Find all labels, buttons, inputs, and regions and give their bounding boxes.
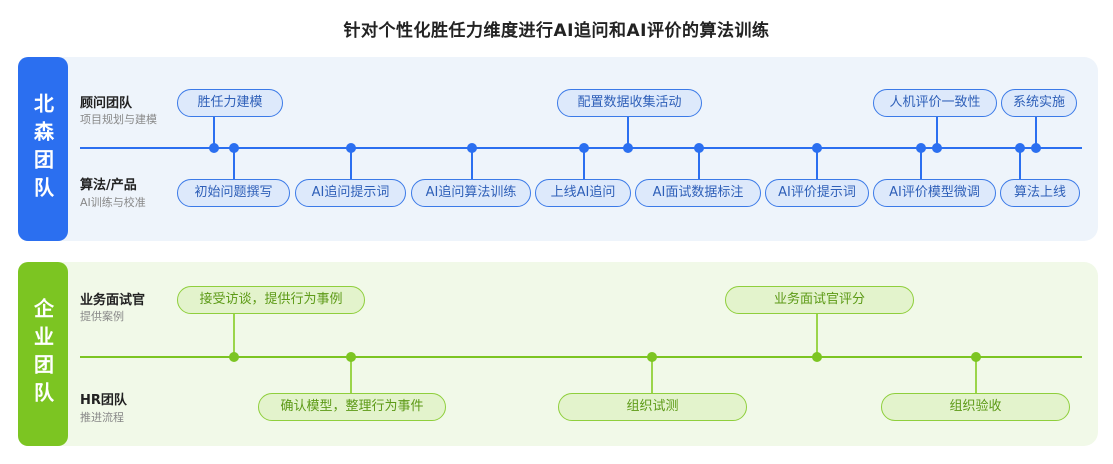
- timeline-node: [1015, 143, 1025, 153]
- timeline-node: [694, 143, 704, 153]
- role-hr-team-sub: 推进流程: [80, 411, 124, 424]
- timeline-connector: [936, 116, 938, 148]
- timeline-connector: [975, 357, 977, 393]
- timeline-node: [229, 352, 239, 362]
- step-configure-data-collection: 配置数据收集活动: [557, 89, 702, 117]
- enterprise-team-tab: 企业团队: [18, 262, 68, 446]
- step-organize-trial-test: 组织试测: [558, 393, 747, 421]
- role-business-interviewer-sub: 提供案例: [80, 310, 124, 323]
- timeline-connector: [350, 148, 352, 179]
- timeline-connector: [627, 116, 629, 148]
- timeline-connector: [1035, 116, 1037, 148]
- step-ai-interview-labeling: AI面试数据标注: [635, 179, 761, 207]
- role-business-interviewer-name: 业务面试官: [80, 293, 146, 308]
- timeline-node: [971, 352, 981, 362]
- timeline-connector: [698, 148, 700, 179]
- step-algorithm-launch: 算法上线: [1000, 179, 1080, 207]
- role-algorithm-sub: AI训练与校准: [80, 196, 146, 209]
- timeline-node: [579, 143, 589, 153]
- timeline-connector: [233, 148, 235, 179]
- timeline-node: [467, 143, 477, 153]
- timeline-connector: [350, 357, 352, 393]
- north-team-label: 北森团队: [30, 93, 55, 205]
- enterprise-team-label: 企业团队: [30, 298, 55, 410]
- step-initial-questions: 初始问题撰写: [177, 179, 290, 207]
- step-launch-ai-followup: 上线AI追问: [535, 179, 631, 207]
- timeline-connector: [1019, 148, 1021, 179]
- enterprise-timeline: [80, 356, 1082, 358]
- timeline-node: [812, 352, 822, 362]
- role-hr-team-name: HR团队: [80, 393, 127, 408]
- timeline-connector: [583, 148, 585, 179]
- timeline-node: [346, 143, 356, 153]
- timeline-node: [623, 143, 633, 153]
- timeline-connector: [471, 148, 473, 179]
- timeline-connector: [816, 314, 818, 357]
- step-ai-evaluation-prompt: AI评价提示词: [765, 179, 869, 207]
- step-human-ai-consistency: 人机评价一致性: [873, 89, 997, 117]
- north-team-tab: 北森团队: [18, 57, 68, 241]
- timeline-connector: [920, 148, 922, 179]
- step-interviewer-scoring: 业务面试官评分: [725, 286, 914, 314]
- timeline-node: [209, 143, 219, 153]
- step-organize-acceptance: 组织验收: [881, 393, 1070, 421]
- step-ai-followup-prompt: AI追问提示词: [295, 179, 406, 207]
- step-interview-behavior-examples: 接受访谈，提供行为事例: [177, 286, 365, 314]
- timeline-node: [647, 352, 657, 362]
- step-competency-modeling: 胜任力建模: [177, 89, 283, 117]
- diagram-title: 针对个性化胜任力维度进行AI追问和AI评价的算法训练: [343, 21, 770, 41]
- timeline-node: [932, 143, 942, 153]
- timeline-node: [346, 352, 356, 362]
- step-confirm-model-behavior-events: 确认模型，整理行为事件: [258, 393, 446, 421]
- role-consultant-name: 顾问团队: [80, 96, 133, 111]
- role-algorithm-name: 算法/产品: [80, 178, 137, 193]
- timeline-node: [916, 143, 926, 153]
- timeline-node: [812, 143, 822, 153]
- step-ai-followup-training: AI追问算法训练: [411, 179, 531, 207]
- timeline-connector: [213, 116, 215, 148]
- timeline-connector: [651, 357, 653, 393]
- role-consultant-sub: 项目规划与建模: [80, 113, 157, 126]
- timeline-connector: [816, 148, 818, 179]
- step-ai-evaluation-finetune: AI评价模型微调: [873, 179, 996, 207]
- enterprise-team-panel: 企业团队 业务面试官 提供案例 HR团队 推进流程 接受访谈，提供行为事例 业务…: [18, 262, 1098, 446]
- step-system-implementation: 系统实施: [1001, 89, 1077, 117]
- timeline-node: [1031, 143, 1041, 153]
- north-team-panel: 北森团队 顾问团队 项目规划与建模 算法/产品 AI训练与校准 胜任力建模 配置…: [18, 57, 1098, 241]
- timeline-connector: [233, 314, 235, 357]
- timeline-node: [229, 143, 239, 153]
